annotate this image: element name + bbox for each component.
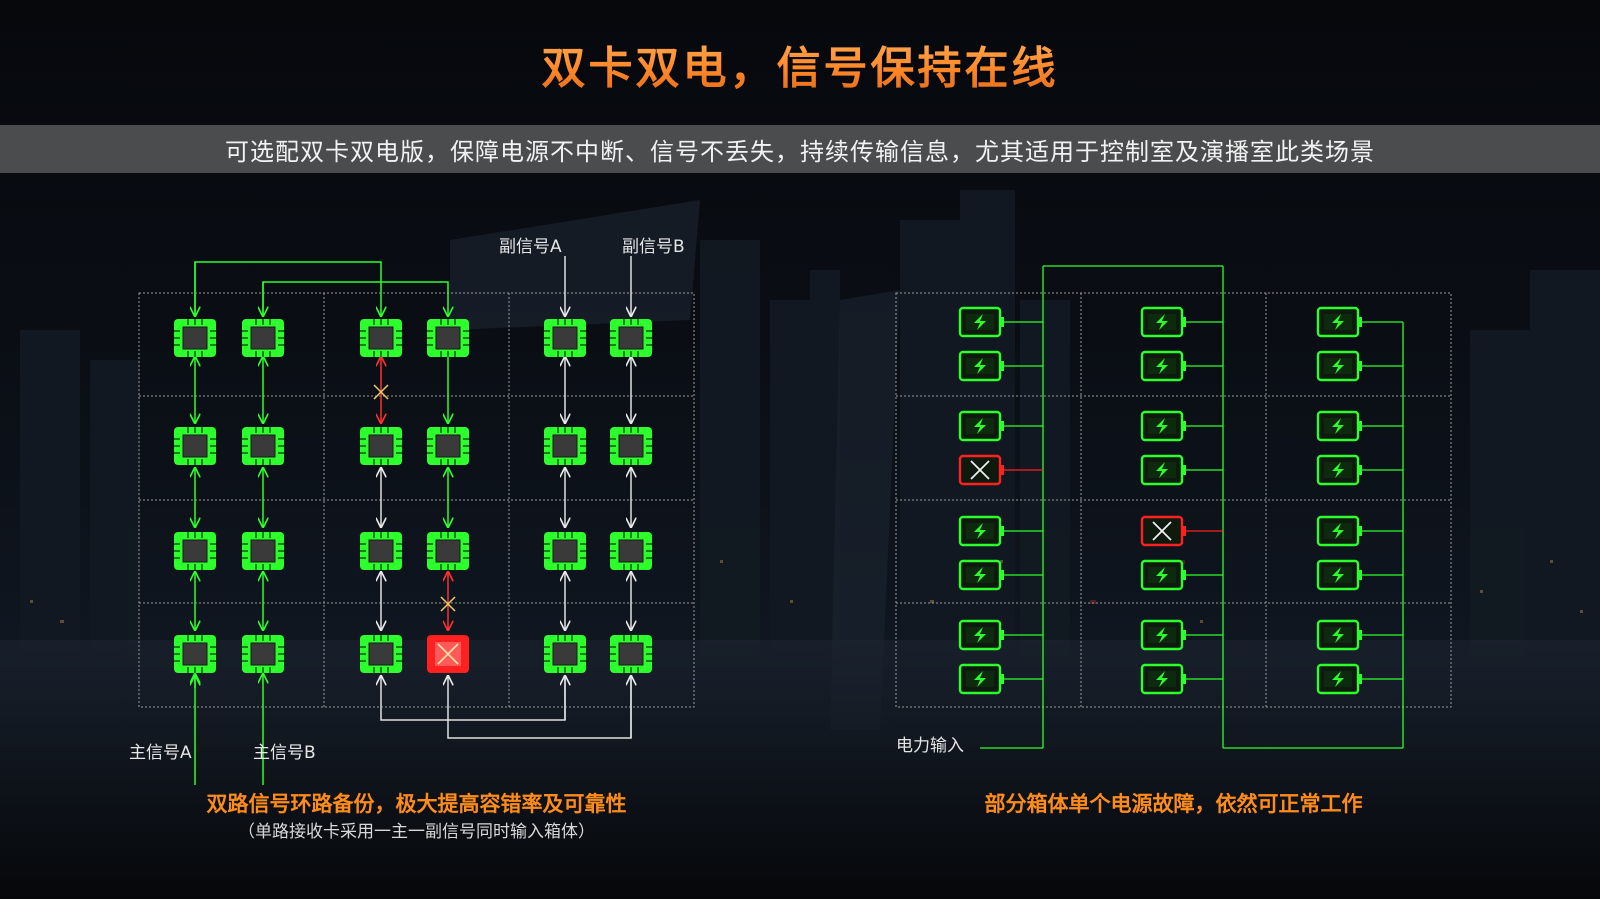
label-aux-signal-b: 副信号B bbox=[622, 237, 685, 257]
power-supplies bbox=[958, 306, 1403, 695]
power-grid bbox=[895, 292, 1452, 708]
receiver-card-chip-icon bbox=[427, 427, 469, 465]
receiver-card-chip-icon bbox=[360, 319, 402, 357]
power-supply-battery-icon bbox=[1316, 619, 1403, 651]
receiver-card-chip-icon bbox=[544, 319, 586, 357]
power-supply-battery-icon bbox=[1316, 454, 1403, 486]
receiver-card-chip-icon bbox=[174, 427, 216, 465]
receiver-card-chip-icon bbox=[174, 532, 216, 570]
receiver-card-chip-icon bbox=[427, 532, 469, 570]
power-supply-battery-icon bbox=[1316, 350, 1403, 382]
receiver-card-chip-icon bbox=[242, 427, 284, 465]
failed-power-supply-battery-icon bbox=[958, 454, 1043, 486]
failed-receiver-card-chip-icon bbox=[427, 635, 469, 673]
receiver-card-chip-icon bbox=[610, 427, 652, 465]
power-supply-battery-icon bbox=[958, 410, 1043, 442]
receiver-card-chip-icon bbox=[610, 319, 652, 357]
power-supply-battery-icon bbox=[1316, 663, 1403, 695]
power-supply-battery-icon bbox=[1316, 515, 1403, 547]
link-break-cross-icon bbox=[373, 384, 456, 612]
receiver-card-chip-icon bbox=[242, 319, 284, 357]
receiver-card-chip-icon bbox=[544, 427, 586, 465]
receiver-card-chip-icon bbox=[242, 532, 284, 570]
subtitle-text: 可选配双卡双电版，保障电源不中断、信号不丢失，持续传输信息，尤其适用于控制室及演… bbox=[225, 137, 1375, 166]
failed-links bbox=[381, 357, 448, 630]
power-supply-battery-icon bbox=[1316, 559, 1403, 591]
power-supply-battery-icon bbox=[958, 306, 1043, 338]
receiver-card-chip-icon bbox=[544, 635, 586, 673]
power-supply-battery-icon bbox=[1140, 619, 1223, 651]
receiver-card-chip-icon bbox=[360, 427, 402, 465]
aux-signal-routes bbox=[381, 256, 631, 739]
receiver-card-chip-icon bbox=[360, 532, 402, 570]
receiver-cards bbox=[174, 319, 652, 673]
power-supply-battery-icon bbox=[1140, 663, 1223, 695]
receiver-card-chip-icon bbox=[544, 532, 586, 570]
receiver-card-chip-icon bbox=[174, 635, 216, 673]
receiver-card-chip-icon bbox=[610, 532, 652, 570]
label-power-input: 电力输入 bbox=[896, 736, 964, 756]
power-supply-battery-icon bbox=[1140, 559, 1223, 591]
power-supply-battery-icon bbox=[1140, 350, 1223, 382]
power-supply-battery-icon bbox=[1140, 410, 1223, 442]
power-supply-battery-icon bbox=[1140, 454, 1223, 486]
page-title: 双卡双电，信号保持在线 bbox=[0, 32, 1600, 96]
receiver-card-chip-icon bbox=[174, 319, 216, 357]
receiver-card-chip-icon bbox=[242, 635, 284, 673]
label-main-signal-b: 主信号B bbox=[253, 743, 316, 763]
subtitle-banner: 可选配双卡双电版，保障电源不中断、信号不丢失，持续传输信息，尤其适用于控制室及演… bbox=[0, 125, 1600, 173]
receiver-card-chip-icon bbox=[610, 635, 652, 673]
power-supply-battery-icon bbox=[958, 350, 1043, 382]
power-supply-battery-icon bbox=[958, 663, 1043, 695]
power-supply-battery-icon bbox=[958, 619, 1043, 651]
power-supply-battery-icon bbox=[1316, 306, 1403, 338]
right-caption: 部分箱体单个电源故障，依然可正常工作 bbox=[984, 792, 1363, 816]
label-main-signal-a: 主信号A bbox=[129, 743, 192, 763]
left-caption-note: （单路接收卡采用一主一副信号同时输入箱体） bbox=[238, 822, 595, 842]
signal-grid bbox=[138, 292, 695, 708]
power-supply-battery-icon bbox=[958, 559, 1043, 591]
failed-power-supply-battery-icon bbox=[1140, 515, 1223, 547]
power-bus bbox=[980, 265, 1404, 749]
receiver-card-chip-icon bbox=[360, 635, 402, 673]
power-supply-battery-icon bbox=[958, 515, 1043, 547]
label-aux-signal-a: 副信号A bbox=[499, 237, 562, 257]
left-caption: 双路信号环路备份，极大提高容错率及可靠性 bbox=[206, 792, 627, 816]
power-supply-battery-icon bbox=[1140, 306, 1223, 338]
main-signal-routes bbox=[195, 261, 448, 785]
power-supply-battery-icon bbox=[1316, 410, 1403, 442]
receiver-card-chip-icon bbox=[427, 319, 469, 357]
